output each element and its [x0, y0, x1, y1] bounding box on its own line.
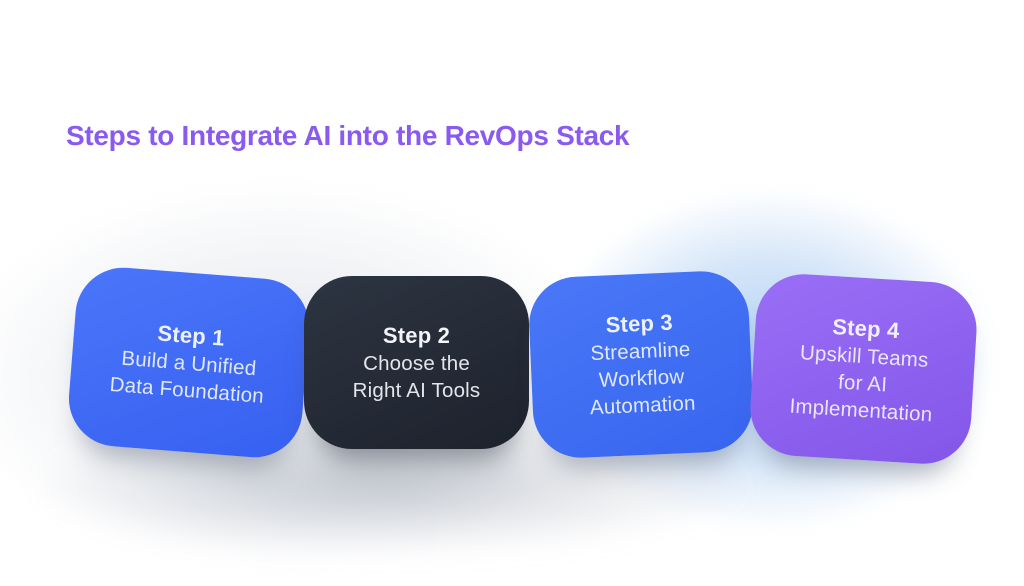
step-3-line-3: Automation	[589, 391, 697, 420]
step-2-label: Step 2	[382, 322, 451, 348]
step-card-3: Step 3 Streamline Workflow Automation	[527, 269, 755, 460]
step-4-label: Step 4	[831, 313, 901, 343]
step-card-1: Step 1 Build a Unified Data Foundation	[65, 264, 313, 461]
step-4-line-3: Implementation	[788, 394, 934, 426]
step-3-line-2: Workflow	[598, 365, 685, 392]
step-4-line-1: Upskill Teams	[799, 340, 930, 372]
step-3-label: Step 3	[605, 309, 674, 338]
step-2-line-1: Choose the	[363, 351, 470, 375]
step-4-line-2: for AI	[837, 369, 888, 396]
step-card-2: Step 2 Choose the Right AI Tools	[304, 276, 529, 449]
step-2-line-2: Right AI Tools	[352, 378, 481, 402]
step-card-4: Step 4 Upskill Teams for AI Implementati…	[747, 271, 980, 467]
page-title: Steps to Integrate AI into the RevOps St…	[66, 120, 630, 151]
